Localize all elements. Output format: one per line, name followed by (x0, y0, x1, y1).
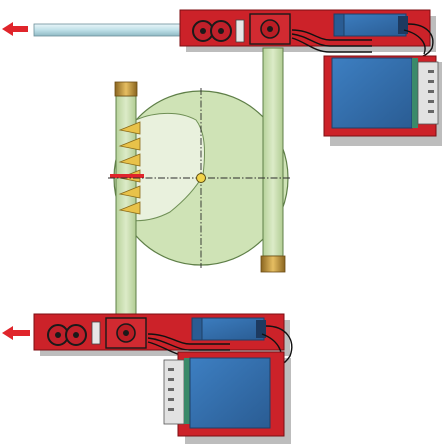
upper-arrow-left-icon (2, 22, 28, 36)
left-guide-column (110, 81, 144, 325)
lower-gearbox (105, 317, 147, 349)
red-marker (110, 174, 144, 178)
upper-control-box (323, 55, 439, 137)
lower-control-panel (189, 357, 271, 429)
right-column-cap (260, 255, 286, 273)
upper-carriage (179, 9, 431, 47)
drum-hub (196, 173, 206, 183)
lower-carriage (33, 313, 285, 351)
upper-rollers (192, 19, 245, 43)
upper-pull-rod (33, 23, 185, 37)
lower-motor (191, 317, 266, 341)
right-guide-column (260, 47, 286, 273)
upper-gearbox (249, 13, 291, 45)
lower-arrow-left-icon (2, 326, 30, 340)
lower-control-box (163, 351, 285, 437)
lower-rollers (47, 321, 101, 346)
upper-motor (333, 13, 408, 37)
upper-control-panel (331, 57, 413, 129)
spiral-screw-icon (118, 121, 141, 215)
left-column-cap (114, 81, 138, 97)
